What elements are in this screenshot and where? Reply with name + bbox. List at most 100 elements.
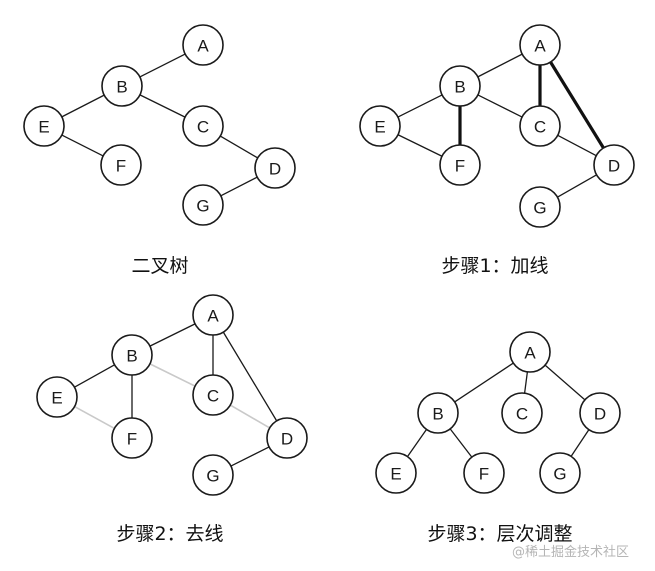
node-circle bbox=[100, 144, 142, 186]
panel-step1-add-lines: A B C D E F G bbox=[359, 24, 635, 228]
node-circle bbox=[519, 24, 561, 66]
node-label: E bbox=[51, 389, 62, 408]
edge-b-e bbox=[74, 364, 115, 388]
node-b: B bbox=[111, 334, 153, 376]
node-g: G bbox=[519, 186, 561, 228]
panel-step3-level-adjust: A B C D E F G bbox=[375, 331, 621, 494]
edge-c-d bbox=[219, 135, 259, 159]
node-label: D bbox=[608, 157, 620, 176]
node-circle bbox=[539, 452, 581, 494]
node-circle bbox=[593, 144, 635, 186]
node-label: B bbox=[454, 78, 465, 97]
node-circle bbox=[359, 105, 401, 147]
edge-e-f bbox=[74, 405, 115, 430]
node-label: G bbox=[196, 197, 209, 216]
node-e: E bbox=[375, 452, 417, 494]
node-label: A bbox=[524, 344, 536, 363]
node-f: F bbox=[100, 144, 142, 186]
node-c: C bbox=[182, 105, 224, 147]
node-circle bbox=[192, 374, 234, 416]
node-b: B bbox=[417, 392, 459, 434]
panel-binary-tree: A B C D E F G bbox=[23, 24, 296, 226]
edge-d-g bbox=[230, 446, 270, 467]
node-circle bbox=[23, 105, 65, 147]
node-g: G bbox=[539, 452, 581, 494]
node-circle bbox=[111, 417, 153, 459]
watermark: @稀土掘金技术社区 bbox=[512, 544, 629, 560]
edge-b-e bbox=[397, 94, 443, 118]
node-circle bbox=[501, 392, 543, 434]
edge-e-f bbox=[61, 134, 104, 157]
node-e: E bbox=[36, 376, 78, 418]
node-c: C bbox=[501, 392, 543, 434]
node-label: G bbox=[206, 467, 219, 486]
node-d: D bbox=[579, 392, 621, 434]
node-label: B bbox=[126, 347, 137, 366]
node-label: C bbox=[516, 405, 528, 424]
node-label: F bbox=[127, 430, 137, 449]
node-circle bbox=[439, 65, 481, 107]
node-circle bbox=[439, 144, 481, 186]
node-label: E bbox=[374, 118, 385, 137]
node-circle bbox=[519, 105, 561, 147]
node-circle bbox=[463, 452, 505, 494]
node-label: D bbox=[594, 405, 606, 424]
node-a: A bbox=[519, 24, 561, 66]
node-circle bbox=[182, 105, 224, 147]
edge-d-g bbox=[570, 429, 590, 457]
caption-step1: 步骤1：加线 bbox=[441, 255, 548, 277]
node-label: A bbox=[207, 307, 219, 326]
node-b: B bbox=[439, 65, 481, 107]
node-label: F bbox=[479, 465, 489, 484]
node-label: G bbox=[553, 465, 566, 484]
node-g: G bbox=[182, 184, 224, 226]
edge-c-d bbox=[557, 134, 597, 157]
node-label: E bbox=[38, 118, 49, 137]
edge-a-d bbox=[544, 364, 586, 401]
node-d: D bbox=[266, 417, 308, 459]
node-b: B bbox=[101, 65, 143, 107]
edge-a-b bbox=[139, 53, 186, 78]
node-label: E bbox=[390, 465, 401, 484]
node-label: B bbox=[432, 405, 443, 424]
node-label: D bbox=[281, 430, 293, 449]
node-f: F bbox=[463, 452, 505, 494]
node-e: E bbox=[359, 105, 401, 147]
edge-a-d bbox=[222, 331, 278, 422]
node-label: C bbox=[197, 118, 209, 137]
node-label: A bbox=[197, 37, 209, 56]
node-circle bbox=[266, 417, 308, 459]
node-circle bbox=[509, 331, 551, 373]
node-circle bbox=[101, 65, 143, 107]
node-circle bbox=[519, 186, 561, 228]
edge-b-c bbox=[139, 94, 186, 118]
node-circle bbox=[182, 24, 224, 66]
node-circle bbox=[375, 452, 417, 494]
caption-step2: 步骤2：去线 bbox=[116, 523, 223, 545]
node-circle bbox=[36, 376, 78, 418]
node-circle bbox=[417, 392, 459, 434]
node-a: A bbox=[192, 294, 234, 336]
node-label: D bbox=[269, 160, 281, 179]
node-circle bbox=[192, 454, 234, 496]
node-e: E bbox=[23, 105, 65, 147]
node-f: F bbox=[439, 144, 481, 186]
node-a: A bbox=[509, 331, 551, 373]
node-a: A bbox=[182, 24, 224, 66]
node-label: G bbox=[533, 199, 546, 218]
node-d: D bbox=[593, 144, 635, 186]
node-f: F bbox=[111, 417, 153, 459]
node-d: D bbox=[254, 147, 296, 189]
edge-c-d bbox=[229, 404, 271, 429]
node-circle bbox=[254, 147, 296, 189]
edge-e-f bbox=[397, 134, 443, 157]
node-label: C bbox=[534, 118, 546, 137]
node-circle bbox=[182, 184, 224, 226]
node-label: B bbox=[116, 78, 127, 97]
node-circle bbox=[192, 294, 234, 336]
caption-step3: 步骤3：层次调整 bbox=[427, 523, 572, 545]
edge-a-b bbox=[149, 323, 196, 347]
edge-b-e bbox=[406, 429, 428, 457]
